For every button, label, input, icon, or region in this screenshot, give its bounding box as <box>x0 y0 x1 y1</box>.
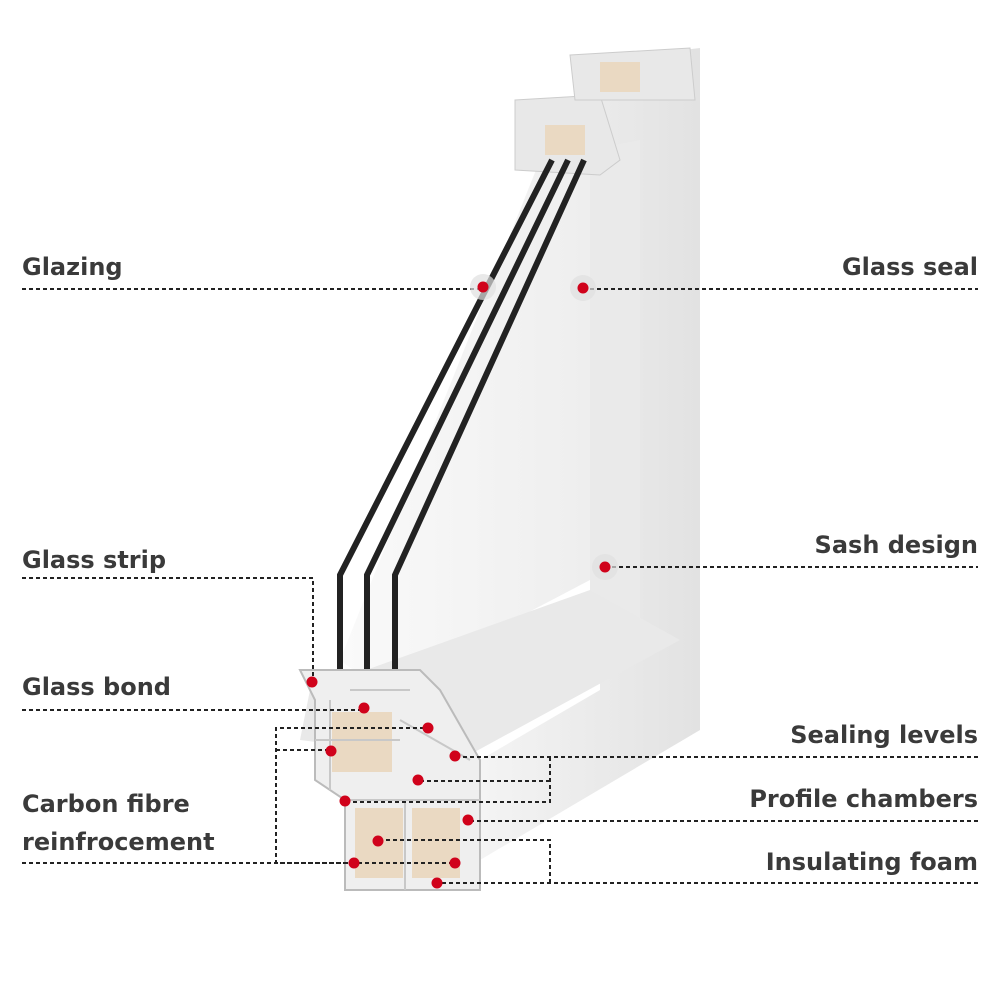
marker-sash-design <box>599 561 611 573</box>
label-sealing-levels: Sealing levels <box>790 721 978 749</box>
label-carbon-fibre-line2: reinfrocement <box>22 828 215 856</box>
label-glass-strip: Glass strip <box>22 546 167 574</box>
marker-sealing-level <box>449 750 461 762</box>
marker-carbon-fibre <box>422 722 434 734</box>
profile-cross-section <box>298 669 481 891</box>
label-insulating-foam: Insulating foam <box>765 848 978 876</box>
marker-sealing-level <box>339 795 351 807</box>
label-sash-design: Sash design <box>814 531 978 559</box>
label-glass-bond: Glass bond <box>22 673 171 701</box>
label-glazing: Glazing <box>22 253 123 281</box>
marker-carbon-fibre <box>325 745 337 757</box>
marker-sealing-level <box>412 774 424 786</box>
hotspot-markers <box>306 274 618 889</box>
marker-glass-bond <box>358 702 370 714</box>
label-carbon-fibre: Carbon fibre <box>22 790 190 818</box>
leader-glass-strip <box>22 577 314 680</box>
marker-carbon-fibre <box>348 857 360 869</box>
marker-insulating-foam <box>431 877 443 889</box>
label-profile-chambers: Profile chambers <box>749 785 978 813</box>
label-glass-seal: Glass seal <box>841 253 978 281</box>
leader-lines <box>22 288 978 884</box>
marker-glass-seal <box>577 282 589 294</box>
marker-glass-strip <box>306 676 318 688</box>
marker-carbon-fibre <box>449 857 461 869</box>
marker-insulating-foam <box>372 835 384 847</box>
marker-glazing <box>477 281 489 293</box>
marker-profile-chambers <box>462 814 474 826</box>
